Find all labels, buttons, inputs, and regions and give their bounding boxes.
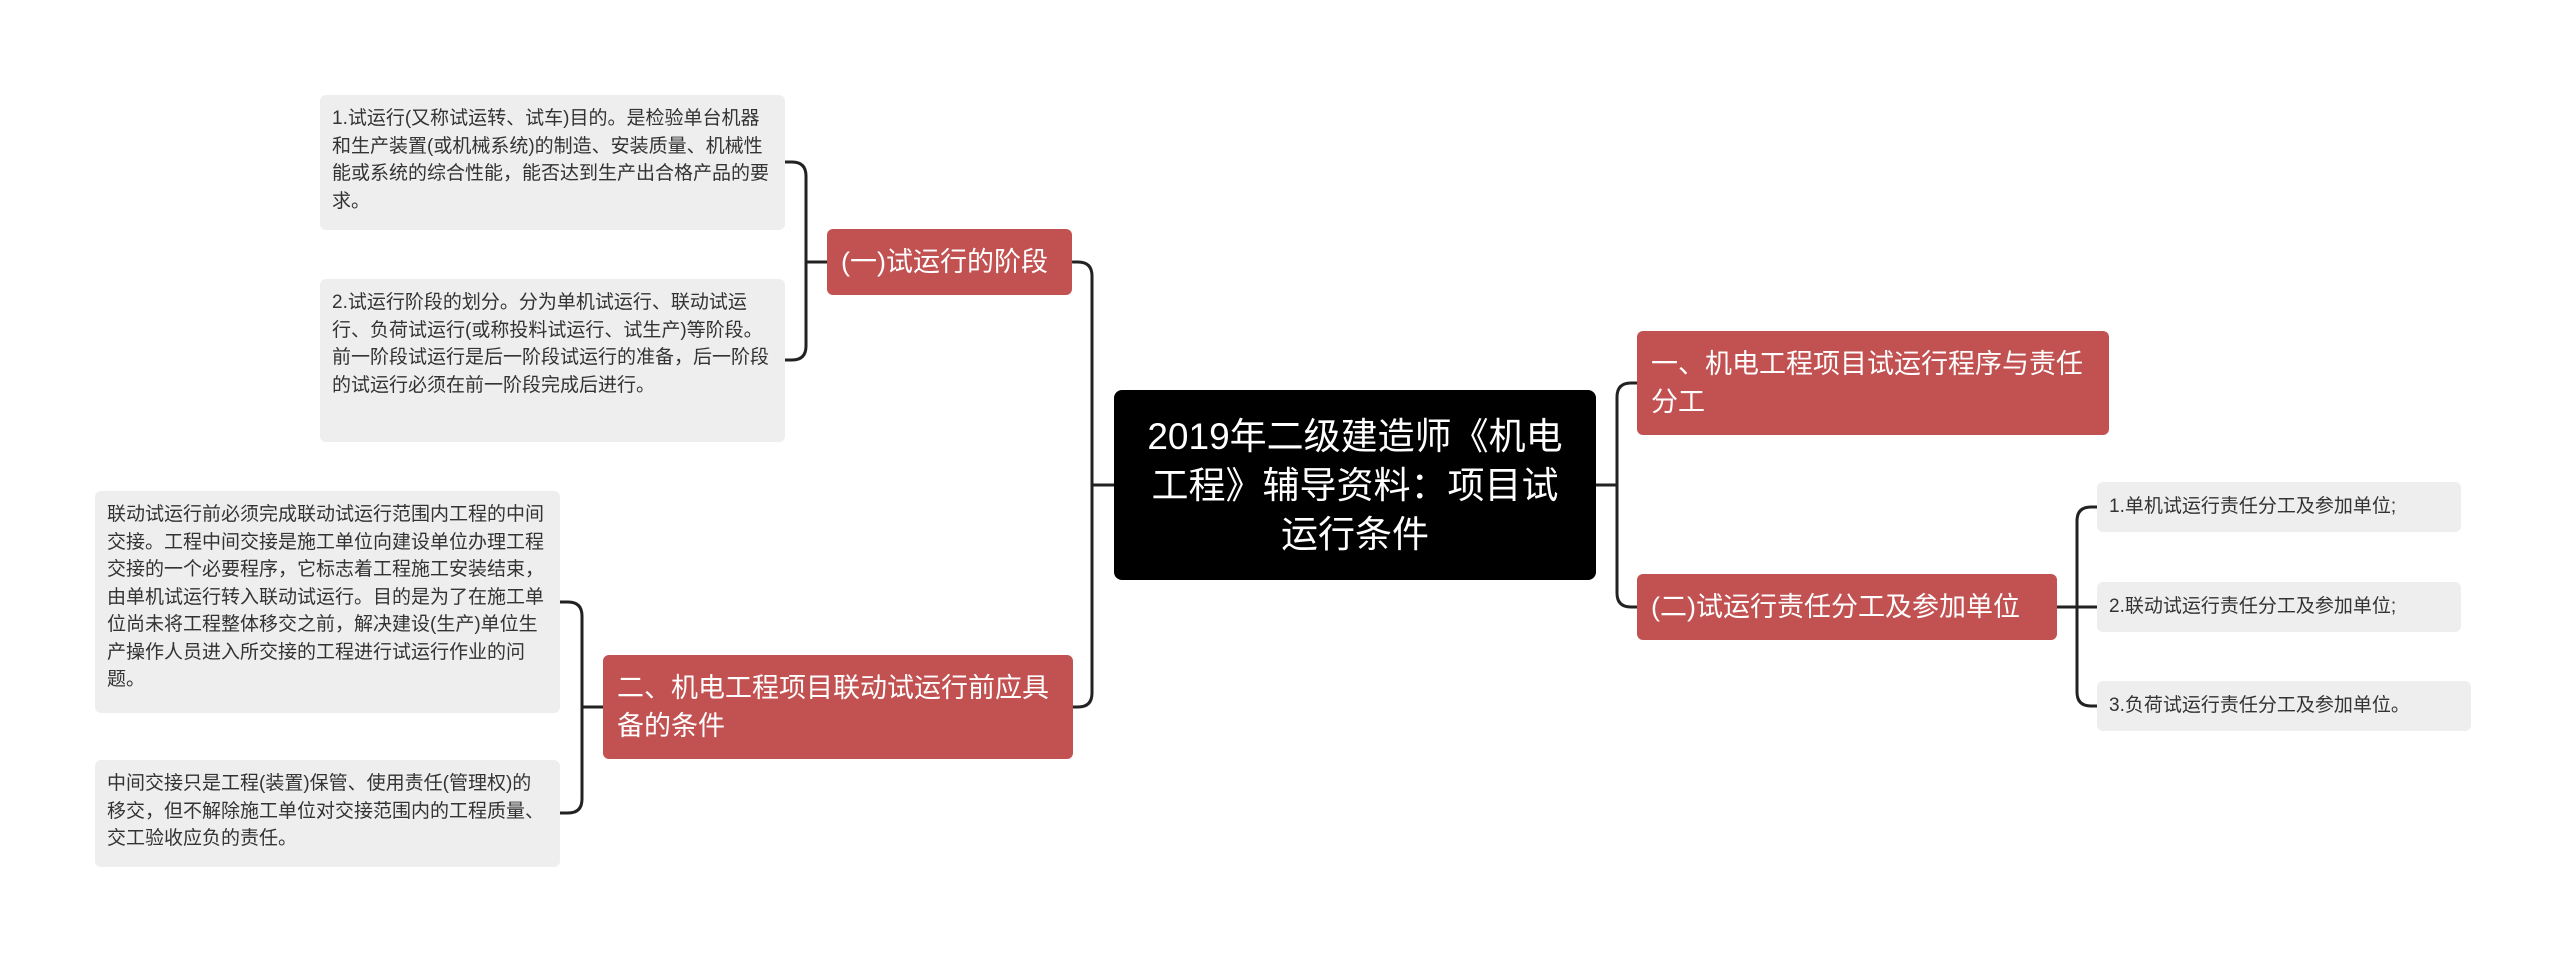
connector-line-7	[558, 600, 605, 709]
leaf-trial-phases-text: 2.试运行阶段的划分。分为单机试运行、联动试运行、负荷试运行(或称投料试运行、试…	[332, 292, 770, 396]
leaf-load-text: 3.负荷试运行责任分工及参加单位。	[2109, 695, 2410, 717]
branch-responsibility[interactable]: (二)试运行责任分工及参加单位	[1637, 574, 2057, 640]
connector-line-5	[783, 160, 829, 264]
root-topic-text: 2019年二级建造师《机电工程》辅导资料：项目试运行条件	[1147, 415, 1563, 555]
leaf-single-machine-text: 1.单机试运行责任分工及参加单位;	[2109, 496, 2397, 518]
connector-line-4	[1594, 483, 1639, 609]
branch-trial-stages[interactable]: (一)试运行的阶段	[827, 229, 1072, 295]
connector-line-9	[2055, 505, 2099, 609]
leaf-load[interactable]: 3.负荷试运行责任分工及参加单位。	[2097, 681, 2471, 731]
connector-line-3	[1594, 381, 1639, 487]
connector-line-8	[558, 705, 605, 815]
connector-line-11	[2055, 605, 2099, 708]
leaf-linkage[interactable]: 2.联动试运行责任分工及参加单位;	[2097, 582, 2461, 632]
branch-linkage-conditions[interactable]: 二、机电工程项目联动试运行前应具备的条件	[603, 655, 1073, 759]
branch-procedure-division[interactable]: 一、机电工程项目试运行程序与责任分工	[1637, 331, 2109, 435]
leaf-trial-purpose[interactable]: 1.试运行(又称试运转、试车)目的。是检验单台机器和生产装置(或机械系统)的制造…	[320, 95, 785, 230]
connector-line-1	[1071, 260, 1116, 487]
branch-responsibility-label: (二)试运行责任分工及参加单位	[1651, 592, 2020, 622]
leaf-trial-phases[interactable]: 2.试运行阶段的划分。分为单机试运行、联动试运行、负荷试运行(或称投料试运行、试…	[320, 279, 785, 442]
branch-trial-stages-label: (一)试运行的阶段	[841, 247, 1048, 277]
connector-line-2	[1071, 483, 1116, 709]
root-topic[interactable]: 2019年二级建造师《机电工程》辅导资料：项目试运行条件	[1114, 390, 1596, 580]
connector-line-6	[783, 260, 829, 362]
leaf-handover-scope-text: 中间交接只是工程(装置)保管、使用责任(管理权)的移交，但不解除施工单位对交接范…	[107, 773, 545, 849]
branch-procedure-division-label: 一、机电工程项目试运行程序与责任分工	[1651, 349, 2083, 417]
leaf-single-machine[interactable]: 1.单机试运行责任分工及参加单位;	[2097, 482, 2461, 532]
leaf-intermediate-handover[interactable]: 联动试运行前必须完成联动试运行范围内工程的中间交接。工程中间交接是施工单位向建设…	[95, 491, 560, 713]
leaf-linkage-text: 2.联动试运行责任分工及参加单位;	[2109, 596, 2397, 618]
leaf-intermediate-handover-text: 联动试运行前必须完成联动试运行范围内工程的中间交接。工程中间交接是施工单位向建设…	[107, 504, 545, 690]
branch-linkage-conditions-label: 二、机电工程项目联动试运行前应具备的条件	[617, 673, 1049, 741]
leaf-trial-purpose-text: 1.试运行(又称试运转、试车)目的。是检验单台机器和生产装置(或机械系统)的制造…	[332, 108, 770, 212]
leaf-handover-scope[interactable]: 中间交接只是工程(装置)保管、使用责任(管理权)的移交，但不解除施工单位对交接范…	[95, 760, 560, 867]
